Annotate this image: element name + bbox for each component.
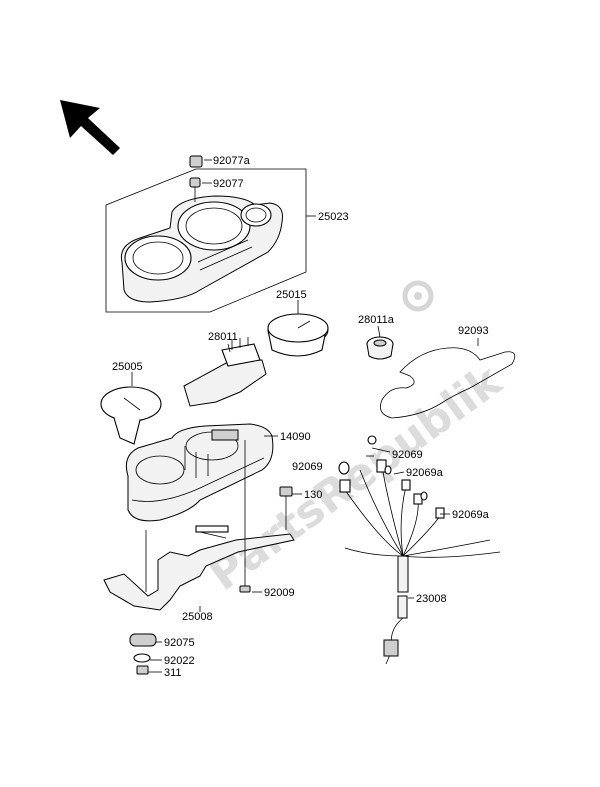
label-25008: 25008 [182,611,213,623]
switch-28011 [183,337,267,407]
label-92075: 92075 [164,637,195,649]
label-23008: 23008 [416,593,447,605]
leader-lines [131,159,479,673]
label-92069-1: 92069 [392,449,423,461]
nut-311 [136,665,149,675]
label-25023: 25023 [318,211,349,223]
label-25015: 25015 [276,289,307,301]
label-14090: 14090 [280,431,311,443]
label-92069a-2: 92069a [452,509,490,521]
cover-frame [105,168,307,313]
cable-loop-92093 [379,347,516,419]
meter-cover-assembly [105,155,307,313]
gauge-28011a [366,336,394,360]
label-92069-2: 92069 [292,461,323,473]
label-28011: 28011 [208,331,238,343]
gauge-25005 [100,386,162,445]
washer-92022 [133,653,151,663]
label-311: 311 [164,667,182,679]
label-92069a-1: 92069a [406,467,444,479]
screw-130 [279,486,293,530]
meter-case-14090 [125,423,274,522]
label-130: 130 [304,489,322,501]
label-92077: 92077 [213,178,244,190]
label-92009: 92009 [264,587,295,599]
bracket-25008 [103,525,295,611]
label-92022: 92022 [164,655,195,667]
part-labels: 92077a 92077 25023 25015 28011a 92093 28… [112,155,490,679]
gauge-25015 [267,313,329,357]
screw-92009 [239,440,251,593]
wiring-harness-23008 [338,435,501,665]
grommet-92075 [129,633,157,647]
label-92077a: 92077a [213,155,251,167]
label-92093: 92093 [458,325,489,337]
label-25005: 25005 [112,361,143,373]
gear-icon [402,280,434,312]
label-28011a: 28011a [358,314,395,326]
orientation-arrow-icon [60,100,120,155]
